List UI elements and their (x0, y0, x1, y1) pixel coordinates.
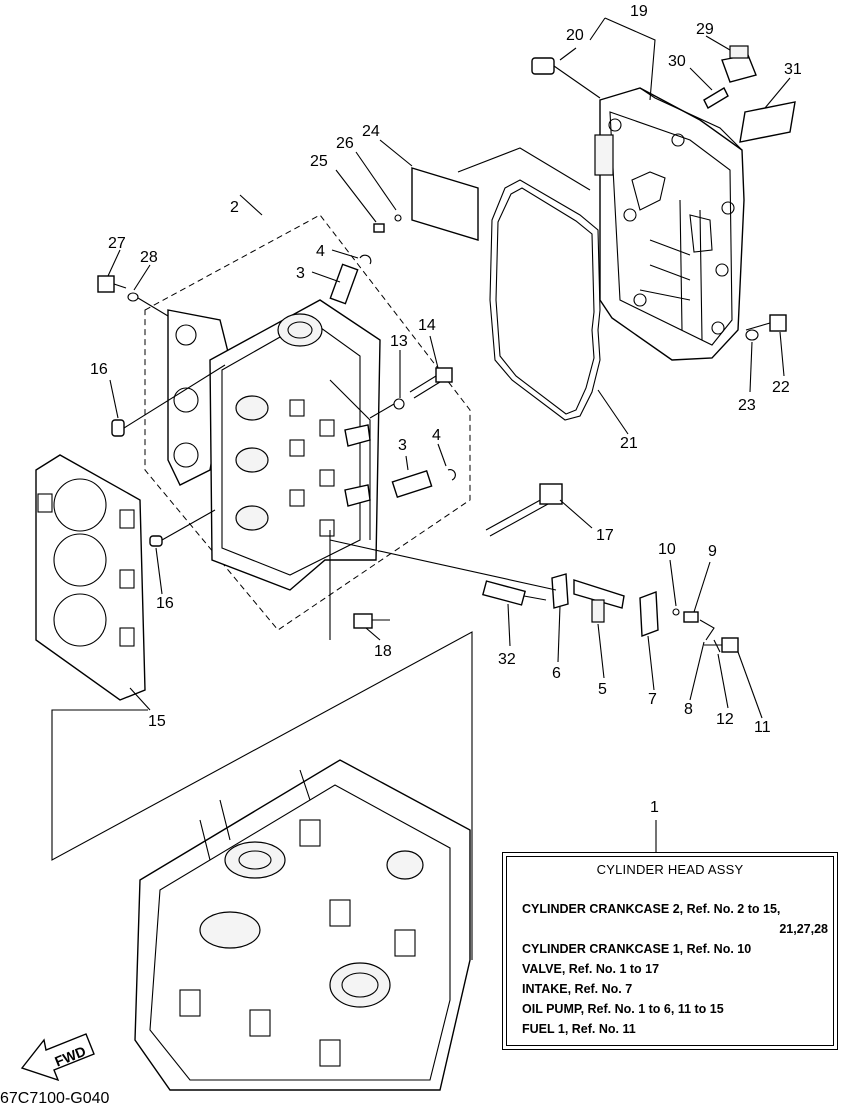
callout-26: 26 (336, 135, 354, 152)
callout-10: 10 (658, 541, 676, 558)
plug-29 (721, 45, 757, 83)
callout-8: 8 (684, 701, 693, 718)
callout-13: 13 (390, 333, 408, 350)
bolt-20 (531, 57, 601, 99)
valve-3-upper (329, 263, 359, 305)
legend-line: CYLINDER CRANKCASE 2, Ref. No. 2 to 15, (522, 902, 781, 916)
callout-27: 27 (108, 235, 126, 252)
callout-30: 30 (668, 53, 686, 70)
callout-24: 24 (362, 123, 380, 140)
gasket-30 (703, 87, 729, 109)
screw-25 (373, 223, 385, 233)
callout-11: 11 (754, 719, 771, 736)
callout-5: 5 (598, 681, 607, 698)
washer-26 (394, 214, 402, 222)
callout-3-upper: 3 (296, 265, 305, 282)
fwd-arrow: FWD (20, 1033, 95, 1082)
callout-3-lower: 3 (398, 437, 407, 454)
leader-lines (107, 35, 791, 719)
legend-box (502, 852, 838, 1050)
callout-16-lower: 16 (156, 595, 174, 612)
callout-18: 18 (374, 643, 392, 660)
bolt-11 (704, 637, 739, 653)
callout-4-upper: 4 (316, 243, 325, 260)
spark-plug-32 (482, 580, 547, 606)
callout-14: 14 (418, 317, 436, 334)
callout-22: 22 (772, 379, 790, 396)
callout-29: 29 (696, 21, 714, 38)
callout-6: 6 (552, 665, 561, 682)
legend-inner-border (506, 856, 834, 1046)
callout-labels: 19 20 29 30 31 24 26 25 2 27 28 4 3 13 1… (90, 3, 802, 816)
callout-20: 20 (566, 27, 584, 44)
clip-4-lower (447, 469, 456, 481)
callout-1: 1 (650, 799, 659, 816)
legend-line: CYLINDER CRANKCASE 1, Ref. No. 10 (522, 942, 752, 956)
clip-8 (699, 619, 715, 641)
cover-gasket-21 (489, 179, 601, 421)
catalog-code: 67C7100-G040 (0, 1090, 110, 1107)
pin-12 (713, 639, 721, 653)
legend-line: VALVE, Ref. No. 1 to 17 (522, 962, 660, 976)
legend-line: 21,27,28 (779, 922, 828, 936)
callout-9: 9 (708, 543, 717, 560)
head-gasket-15 (35, 454, 146, 701)
washer-23 (745, 329, 759, 341)
cylinder-crankcase (134, 759, 471, 1091)
callout-28: 28 (140, 249, 158, 266)
callout-16-upper: 16 (90, 361, 108, 378)
cover-7 (639, 591, 659, 637)
cylinder-block-upper (209, 299, 381, 591)
callout-19: 19 (630, 3, 648, 20)
assembly-guide-lines (51, 17, 657, 960)
callout-15: 15 (148, 713, 166, 730)
pin-16-upper (111, 364, 226, 437)
callout-4-lower: 4 (432, 427, 441, 444)
callout-31: 31 (784, 61, 802, 78)
clip-4-upper (359, 254, 372, 265)
legend-line: FUEL 1, Ref. No. 11 (522, 1022, 636, 1036)
gasket-6 (551, 573, 569, 609)
bolt-22 (745, 314, 787, 332)
callout-32: 32 (498, 651, 516, 668)
washer-28 (127, 292, 169, 317)
callout-21: 21 (620, 435, 638, 452)
plate-24 (411, 167, 479, 241)
bolt-17 (485, 483, 563, 537)
pin-16-lower (149, 509, 216, 547)
bolt-9 (683, 611, 699, 623)
callout-25: 25 (310, 153, 328, 170)
bolt-27 (97, 275, 127, 293)
legend-title: CYLINDER HEAD ASSY (596, 862, 744, 877)
valve-3-lower (391, 469, 433, 499)
callout-17: 17 (596, 527, 614, 544)
screw-10 (672, 608, 680, 616)
bolt-18 (353, 613, 390, 629)
washer-13 (369, 398, 405, 419)
callout-23: 23 (738, 397, 756, 414)
callout-2: 2 (230, 199, 239, 216)
thermostat-5 (573, 579, 625, 623)
cylinder-head-cover (594, 87, 745, 361)
label-31 (739, 101, 796, 143)
legend-line: INTAKE, Ref. No. 7 (522, 982, 633, 996)
callout-7: 7 (648, 691, 657, 708)
bolt-14 (409, 367, 453, 399)
legend-line: OIL PUMP, Ref. No. 1 to 6, 11 to 15 (522, 1002, 724, 1016)
callout-12: 12 (716, 711, 734, 728)
